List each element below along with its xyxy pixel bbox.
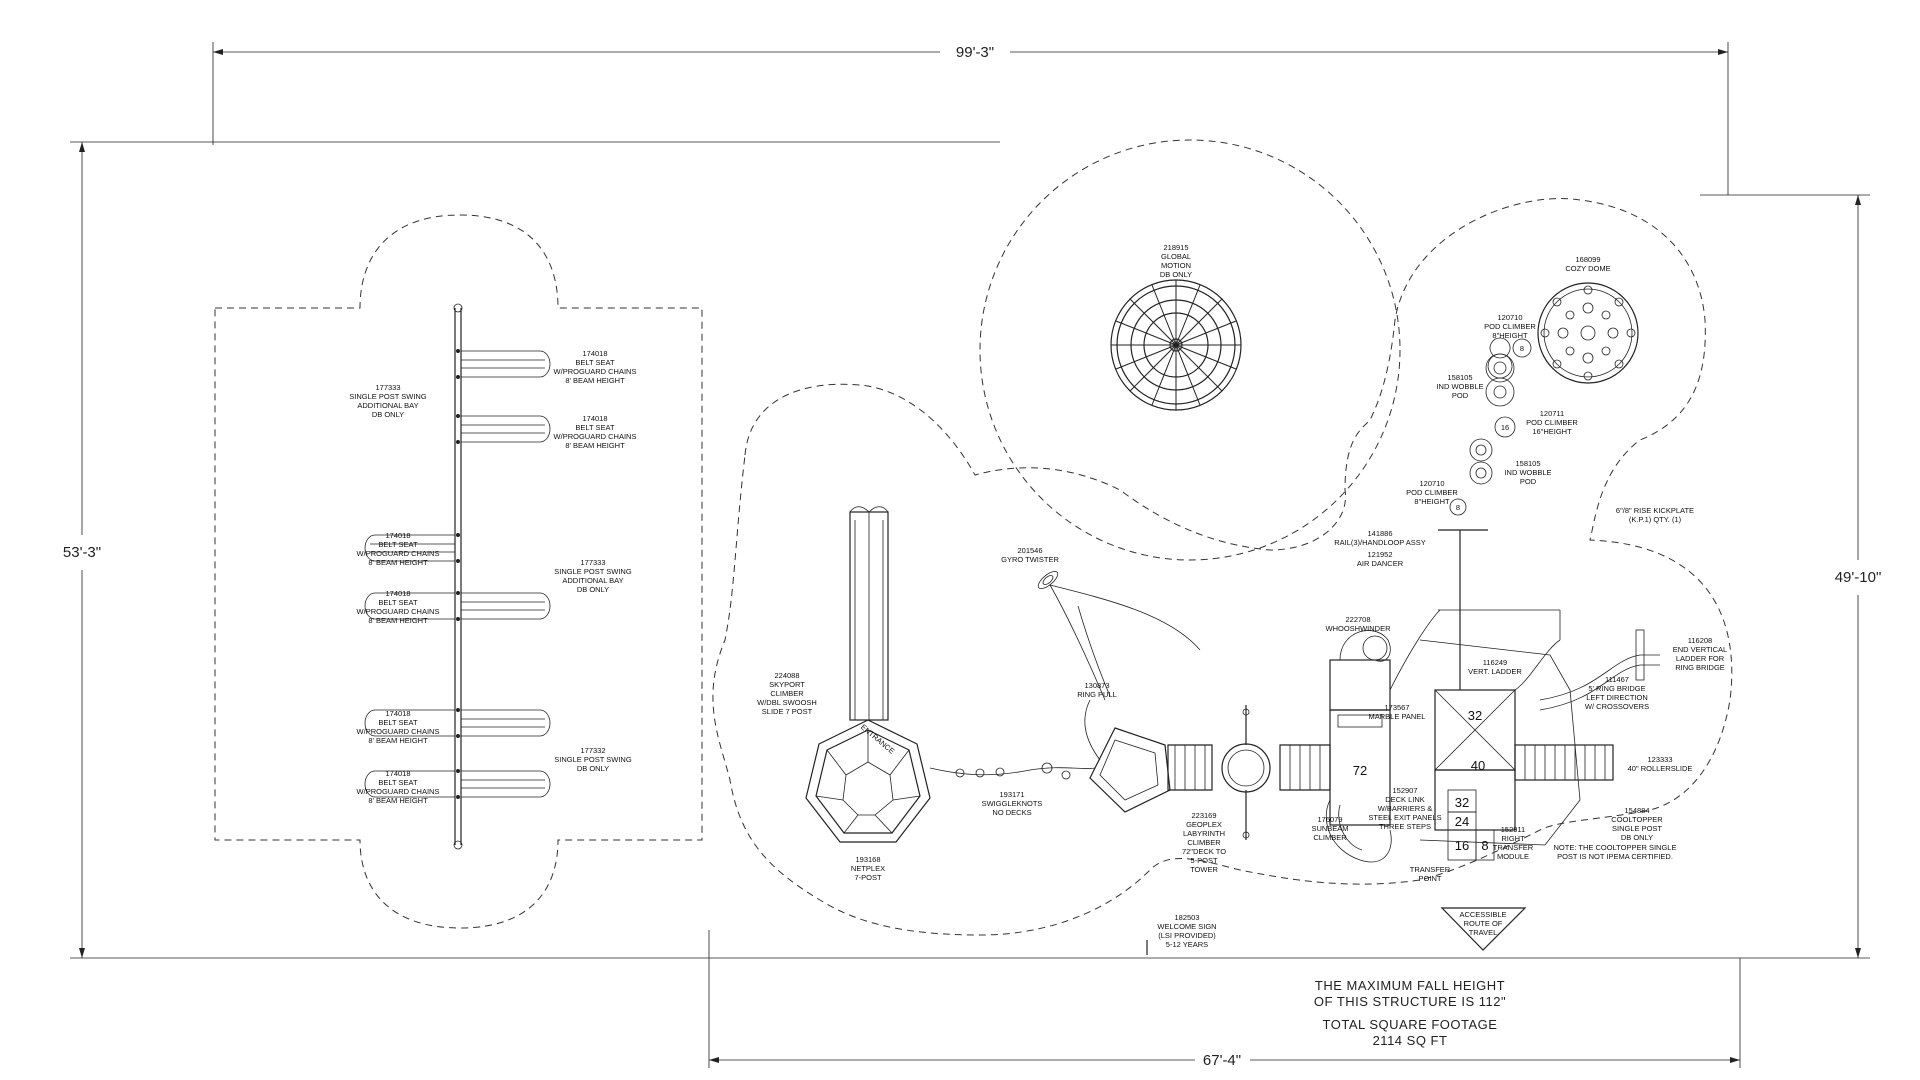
bottom-width-dimension: 67'-4" (1203, 1052, 1241, 1069)
square-footage-note-line1: TOTAL SQUARE FOOTAGE (1323, 1017, 1498, 1032)
deck-height: 40 (1471, 758, 1485, 773)
deck-height: 16 (1455, 838, 1469, 853)
component-label: 6"/8" RISE KICKPLATE(K.P.1) QTY. (1) (1616, 506, 1694, 524)
svg-text:8: 8 (1520, 344, 1524, 353)
deck-height: 72 (1353, 763, 1367, 778)
left-height-dimension: 53'-3" (63, 544, 101, 561)
deck-height: 32 (1455, 795, 1469, 810)
svg-text:16: 16 (1501, 423, 1509, 432)
play-structure-use-zone (712, 198, 1733, 936)
fall-height-note-line1: THE MAXIMUM FALL HEIGHT (1315, 978, 1505, 993)
global-motion-spinner (1110, 279, 1242, 411)
cozy-dome (1537, 282, 1639, 384)
svg-text:8: 8 (1456, 503, 1460, 512)
netplex (805, 719, 931, 843)
deck-height: 24 (1455, 814, 1469, 829)
swing-beam (453, 303, 463, 850)
fall-height-note-line2: OF THIS STRUCTURE IS 112" (1314, 994, 1506, 1009)
gyro-twister (1037, 570, 1201, 761)
global-motion-use-zone (979, 139, 1401, 561)
pod-climbers: 8 16 8 (1449, 337, 1532, 516)
square-footage-note-line2: 2114 SQ FT (1373, 1033, 1448, 1048)
swing-use-zone (214, 214, 703, 929)
top-width-dimension: 99'-3" (956, 44, 994, 61)
right-height-dimension: 49'-10" (1835, 569, 1882, 586)
main-tower (1325, 529, 1660, 863)
accessible-route-arrow (1440, 907, 1527, 951)
swing-seats (364, 349, 551, 799)
deck-height: 8 (1481, 838, 1488, 853)
swiggleknots (929, 762, 1096, 780)
deck-heights: 72 32 40 32 24 16 8 (1353, 708, 1489, 853)
dimension-lines (70, 42, 1870, 1068)
structure-notes: THE MAXIMUM FALL HEIGHT OF THIS STRUCTUR… (1314, 978, 1506, 1048)
skyport-double-slide (849, 506, 889, 721)
entrance-label: ENTRANCE (859, 722, 896, 755)
deck-height: 32 (1468, 708, 1482, 723)
ring-pull-deck (1089, 727, 1171, 813)
